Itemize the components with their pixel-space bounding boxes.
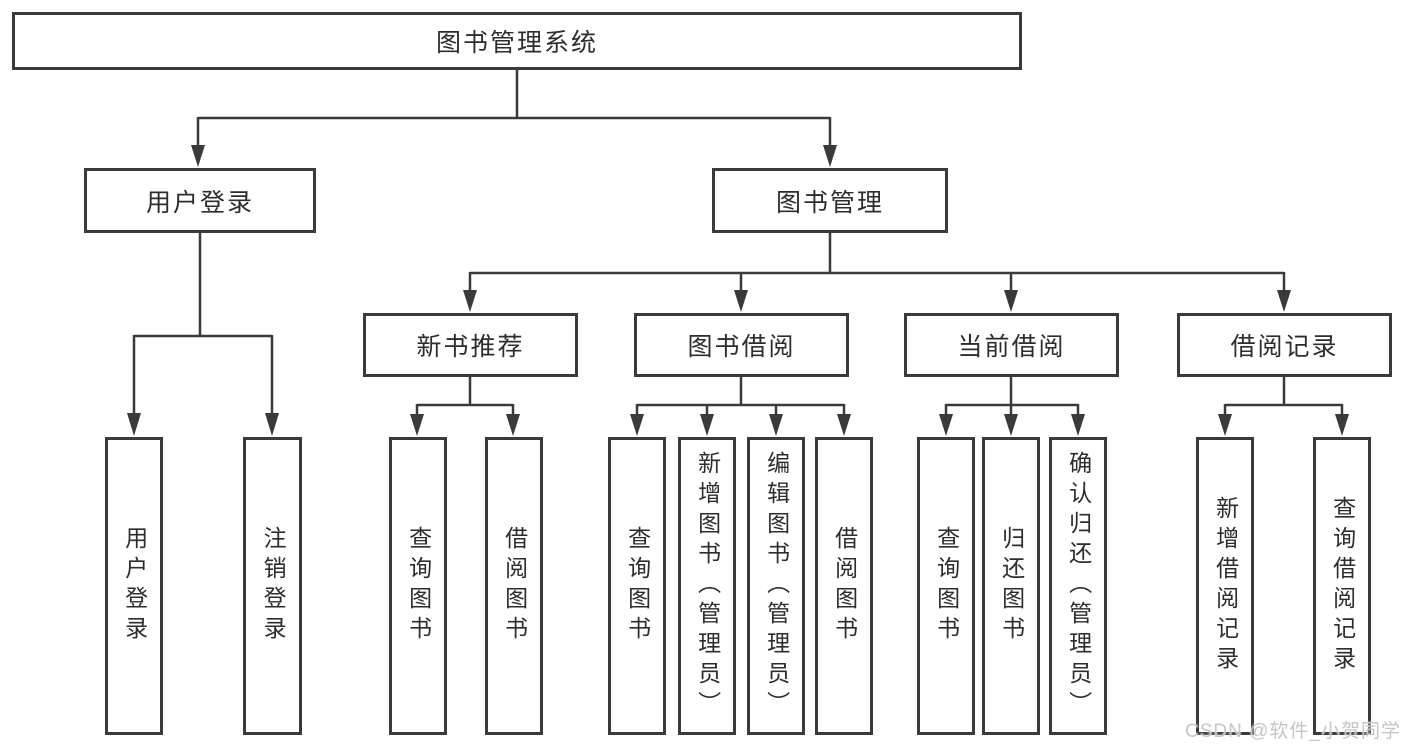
arrow-down-icon	[506, 414, 520, 436]
node-label: 注销登录	[260, 526, 287, 646]
arrow-down-icon	[769, 414, 783, 436]
leaf-user-login: 用户登录	[105, 437, 163, 735]
node-book-management: 图书管理	[712, 168, 948, 233]
node-label: 图书管理系统	[435, 29, 598, 57]
node-label: 当前借阅	[957, 333, 1066, 361]
leaf-add-book-admin: 新增图书（管理员）	[678, 437, 736, 735]
arrow-down-icon	[823, 145, 837, 167]
arrow-down-icon	[1277, 290, 1291, 312]
node-borrow-records: 借阅记录	[1177, 313, 1392, 377]
node-label: 确认归还（管理员）	[1065, 451, 1092, 721]
node-label: 图书管理	[775, 188, 884, 217]
node-book-borrow: 图书借阅	[634, 313, 849, 377]
leaf-borrow-books-recommend: 借阅图书	[485, 437, 543, 735]
arrow-down-icon	[1335, 414, 1349, 436]
node-new-book-recommend: 新书推荐	[363, 313, 578, 377]
connector-path	[944, 377, 1080, 417]
node-label: 借阅图书	[831, 526, 858, 646]
node-label: 归还图书	[998, 526, 1025, 646]
connector-path	[132, 233, 274, 416]
node-current-borrow: 当前借阅	[904, 313, 1119, 377]
arrow-down-icon	[463, 290, 477, 312]
leaf-edit-book-admin: 编辑图书（管理员）	[747, 437, 805, 735]
node-label: 新书推荐	[416, 333, 525, 361]
arrow-down-icon	[127, 413, 141, 436]
node-user-login: 用户登录	[84, 168, 316, 233]
arrow-down-icon	[410, 414, 424, 436]
leaf-logout-login: 注销登录	[243, 437, 302, 735]
arrow-down-icon	[1071, 414, 1085, 436]
arrow-down-icon	[191, 145, 205, 167]
node-label: 用户登录	[121, 526, 148, 646]
leaf-query-books-current: 查询图书	[917, 437, 975, 735]
node-label: 用户登录	[145, 188, 254, 217]
arrow-down-icon	[1218, 414, 1232, 436]
node-label: 借阅图书	[501, 526, 528, 646]
arrow-down-icon	[1004, 414, 1018, 436]
connector-path	[635, 377, 846, 417]
node-label: 查询图书	[624, 526, 651, 646]
connector-path	[415, 377, 515, 417]
arrow-down-icon	[700, 414, 714, 436]
node-label: 新增图书（管理员）	[694, 451, 721, 721]
leaf-add-borrow-record: 新增借阅记录	[1196, 437, 1254, 735]
node-label: 新增借阅记录	[1212, 496, 1239, 676]
node-label: 借阅记录	[1230, 333, 1339, 361]
connector-path	[1223, 377, 1344, 417]
leaf-confirm-return-admin: 确认归还（管理员）	[1049, 437, 1107, 735]
node-label: 查询图书	[405, 526, 432, 646]
leaf-query-books-recommend: 查询图书	[389, 437, 447, 735]
connector-path	[196, 70, 832, 148]
node-label: 编辑图书（管理员）	[763, 451, 790, 721]
arrow-down-icon	[939, 414, 953, 436]
node-library-management-system: 图书管理系统	[12, 12, 1022, 70]
arrow-down-icon	[837, 414, 851, 436]
watermark: CSDN @软件_小贺同学	[1185, 721, 1401, 742]
connector-path	[468, 233, 1286, 292]
node-label: 图书借阅	[687, 333, 796, 361]
arrow-down-icon	[630, 414, 644, 436]
node-label: 查询图书	[933, 526, 960, 646]
leaf-borrow-books: 借阅图书	[815, 437, 873, 735]
leaf-return-books: 归还图书	[982, 437, 1040, 735]
arrow-down-icon	[1004, 290, 1018, 312]
arrow-down-icon	[265, 413, 279, 436]
node-label: 查询借阅记录	[1329, 496, 1356, 676]
leaf-query-books-borrow: 查询图书	[608, 437, 666, 735]
arrow-down-icon	[734, 290, 748, 312]
leaf-query-borrow-record: 查询借阅记录	[1313, 437, 1371, 735]
